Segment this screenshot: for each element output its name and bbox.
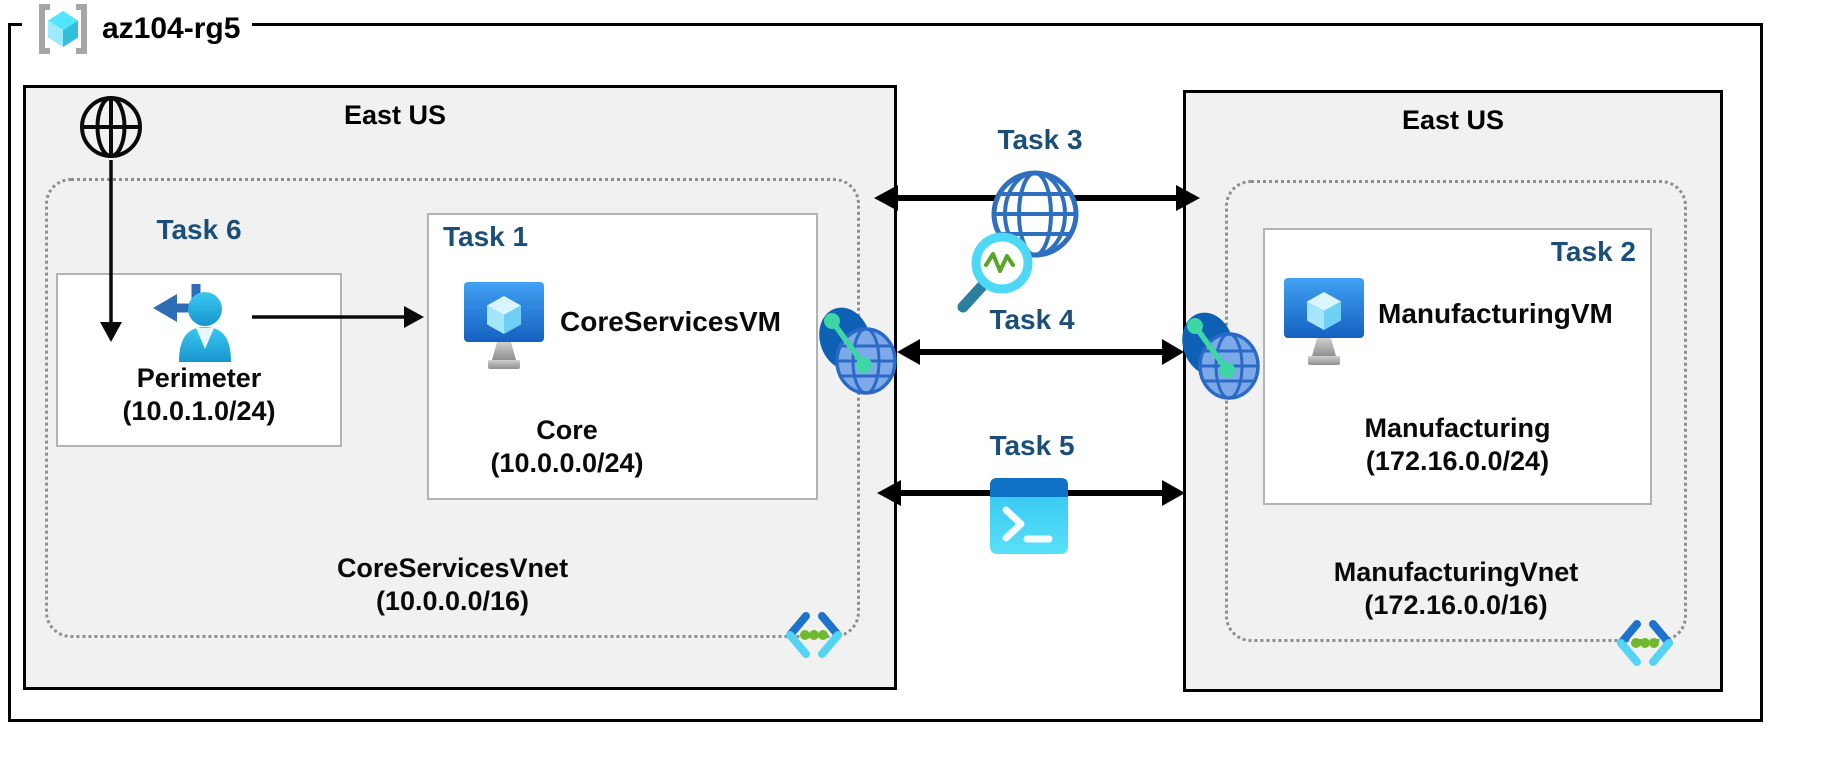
manufacturing-vm-icon bbox=[1282, 276, 1366, 374]
task-1-label: Task 1 bbox=[443, 221, 529, 252]
perimeter-subnet-name: Perimeter bbox=[136, 363, 262, 393]
vnet-peering-icon-right bbox=[1178, 308, 1262, 400]
vnet-peering-icon-left bbox=[815, 303, 899, 395]
task-6-label: Task 6 bbox=[156, 214, 242, 245]
perimeter-subnet-label: Perimeter (10.0.1.0/24) bbox=[56, 362, 342, 428]
coreservices-vnet-label: CoreServicesVnet (10.0.0.0/16) bbox=[45, 552, 860, 618]
manufacturing-vnet-label: ManufacturingVnet (172.16.0.0/16) bbox=[1225, 556, 1687, 622]
task-5-label: Task 5 bbox=[989, 430, 1075, 461]
manufacturing-vnet-boundary bbox=[1225, 180, 1687, 642]
manufacturing-subnet-box: Task 2 bbox=[1263, 228, 1652, 505]
coreservices-vnet-name: CoreServicesVnet bbox=[336, 553, 569, 583]
coreservices-vnet-cidr: (10.0.0.0/16) bbox=[375, 586, 530, 616]
core-subnet-name: Core bbox=[536, 415, 598, 445]
manufacturing-subnet-name: Manufacturing bbox=[1364, 413, 1551, 443]
internet-globe-icon bbox=[78, 94, 144, 160]
core-subnet-box: Task 1 bbox=[427, 213, 818, 500]
coreservices-vm-name: CoreServicesVM bbox=[560, 306, 782, 337]
manufacturing-subnet-cidr: (172.16.0.0/24) bbox=[1365, 446, 1550, 476]
resource-group-icon bbox=[34, 0, 92, 58]
manufacturing-vnet-name: ManufacturingVnet bbox=[1333, 557, 1579, 587]
task-3-label: Task 3 bbox=[997, 124, 1083, 155]
task-2-label: Task 2 bbox=[1550, 236, 1636, 267]
user-sign-in-icon bbox=[150, 280, 238, 364]
manufacturing-vm-name: ManufacturingVM bbox=[1378, 298, 1613, 329]
core-subnet-label: Core (10.0.0.0/24) bbox=[417, 414, 717, 480]
coreservices-vm-icon bbox=[462, 280, 546, 378]
resource-group-name: az104-rg5 bbox=[102, 12, 241, 45]
manufacturing-vnet-cidr: (172.16.0.0/16) bbox=[1364, 590, 1548, 620]
region-right-title: East US bbox=[1401, 105, 1505, 135]
perimeter-subnet-cidr: (10.0.1.0/24) bbox=[122, 396, 276, 426]
powershell-icon bbox=[990, 478, 1068, 554]
region-left-title: East US bbox=[343, 100, 447, 130]
virtual-network-icon-left bbox=[783, 610, 845, 660]
resource-group-header: az104-rg5 bbox=[22, 0, 253, 58]
manufacturing-subnet-label: Manufacturing (172.16.0.0/24) bbox=[1263, 412, 1652, 478]
network-watcher-icon bbox=[950, 166, 1085, 324]
task-4-label: Task 4 bbox=[989, 304, 1075, 335]
virtual-network-icon-right bbox=[1614, 618, 1676, 668]
resource-group-box bbox=[8, 23, 1763, 722]
core-subnet-cidr: (10.0.0.0/24) bbox=[490, 448, 644, 478]
coreservices-vnet-boundary bbox=[45, 178, 860, 638]
